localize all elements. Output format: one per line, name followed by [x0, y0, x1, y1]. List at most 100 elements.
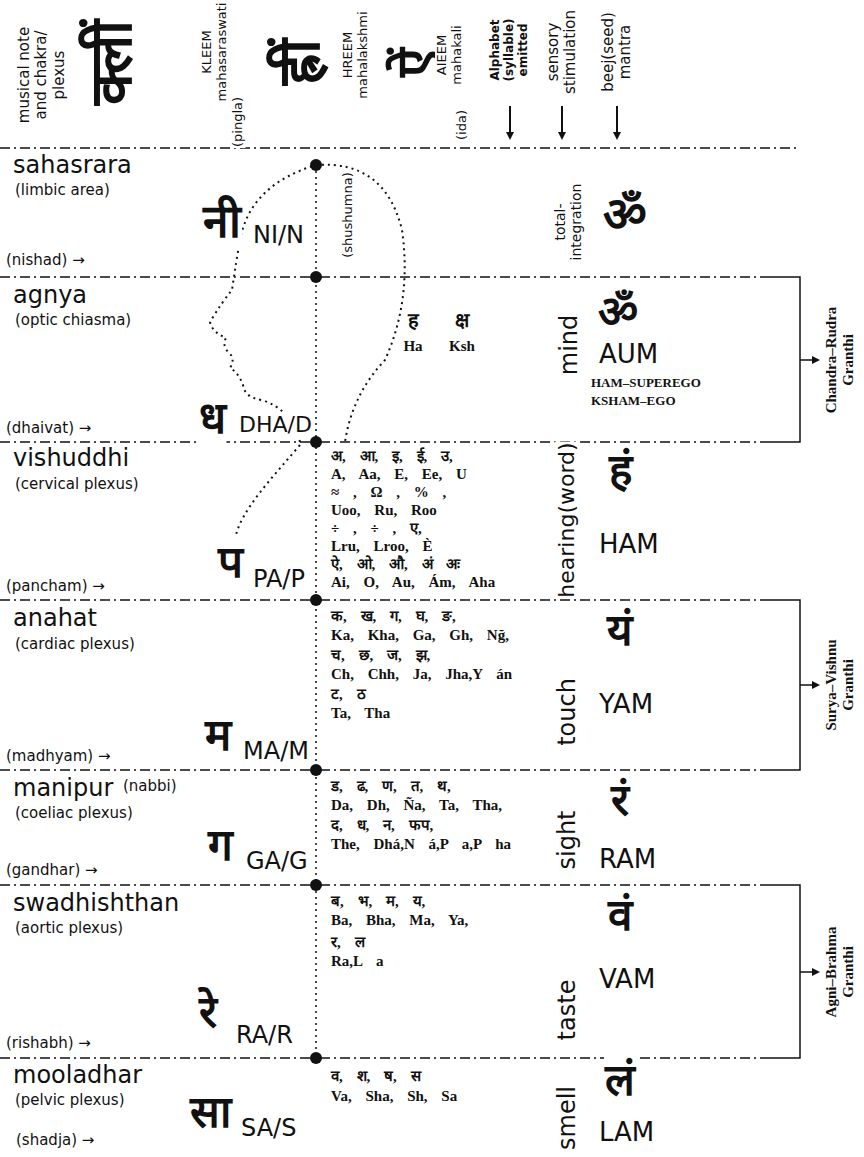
- bija-mantra: LAM: [598, 1118, 655, 1148]
- column-heading: Alphabet (syllable) emitted: [489, 2, 530, 99]
- seed-syllable: ह्रीं: [265, 38, 335, 86]
- chakra-dot: [310, 879, 322, 891]
- bija-note: HAM–SUPEREGO: [590, 376, 702, 391]
- nadi-name: (pingla): [231, 96, 246, 148]
- bija-mantra: YAM: [598, 690, 654, 720]
- chakra-dot: [310, 594, 322, 606]
- alphabet-row: ब, भ, म, य,: [330, 893, 426, 910]
- chakra-name: manipur: [12, 775, 114, 803]
- plexus-name: (nabbi): [122, 778, 178, 795]
- note-abbreviation: GA/G: [245, 848, 309, 876]
- sense-name: taste: [554, 979, 582, 1042]
- plexus-name: (cervical plexus): [14, 476, 140, 493]
- alphabet-row: व, श, ष, स: [330, 1068, 422, 1085]
- note-glyph: सा: [189, 1086, 232, 1139]
- alphabet-row: च, छ, ज, झ,: [330, 647, 431, 664]
- note-name: (pancham) →: [5, 578, 106, 595]
- granthi-bracket: [770, 600, 800, 770]
- note-abbreviation: NI/N: [252, 222, 305, 250]
- chakra-name: mooladhar: [12, 1062, 143, 1090]
- alphabet-row: Lru, Lroo, È: [330, 538, 433, 555]
- note-abbreviation: RA/R: [235, 1022, 294, 1050]
- plexus-name: (pelvic plexus): [14, 1092, 126, 1109]
- row-divider: [0, 148, 800, 1058]
- note-glyph: नी: [202, 194, 242, 249]
- granthi-bracket: [770, 277, 818, 1058]
- column-arrow: [561, 106, 563, 138]
- granthi-name: Surya–Vishnu Granthi: [823, 609, 858, 761]
- bija-note: KSHAM–EGO: [590, 394, 677, 409]
- alphabet-row: Va, Sha, Sh, Sa: [330, 1088, 458, 1105]
- bija-mantra: AUM: [598, 340, 659, 370]
- chakra-name: sahasrara: [12, 152, 133, 180]
- row-divider: [0, 599, 770, 601]
- column-heading: KLEEM mahasaraswati: [200, 1, 230, 103]
- sense-name: smell: [554, 1085, 582, 1151]
- sense-name: hearing(word): [554, 441, 579, 598]
- note-name: (madhyam) →: [5, 748, 112, 765]
- bija-mantra: VAM: [598, 965, 656, 995]
- sense-name: mind: [556, 314, 584, 377]
- note-abbreviation: SA/S: [240, 1115, 297, 1143]
- row-divider: [0, 884, 770, 886]
- plexus-name: (aortic plexus): [14, 920, 124, 937]
- alphabet-row: द, ध, न, फप,: [330, 817, 434, 834]
- alphabet-row: The, Dhá,N á,P a,P ha: [330, 836, 512, 853]
- column-heading: beej(seed) mantra: [600, 1, 635, 103]
- bija-glyph: हं: [608, 444, 633, 497]
- bija-glyph: रं: [610, 774, 630, 827]
- note-name: (dhaivat) →: [5, 420, 92, 437]
- note-name: (nishad) →: [5, 252, 86, 269]
- granthi-bracket: [770, 277, 800, 442]
- plexus-name: (cardiac plexus): [14, 636, 136, 653]
- chakra-name: vishuddhi: [12, 445, 130, 473]
- column-arrow: [510, 106, 617, 138]
- syllable: Ha: [402, 338, 423, 355]
- note-glyph: प: [217, 536, 244, 589]
- bija-glyph: यं: [606, 604, 634, 657]
- alphabet-row: Ra,L a: [330, 953, 385, 970]
- alphabet-row: ट, ठ: [330, 686, 367, 703]
- seed-syllable: क्लीं: [77, 19, 147, 106]
- alphabet-row: ÷ , ÷ , ए,: [330, 520, 423, 537]
- note-abbreviation: PA/P: [252, 566, 306, 594]
- granthi-bracket: [770, 885, 800, 1058]
- sense-name: total-integration: [552, 176, 584, 268]
- alphabet-row: Da, Dh, Ña, Ta, Tha,: [330, 797, 503, 814]
- alphabet-row: र, ल: [330, 934, 366, 951]
- syllable-glyph: क्ष: [454, 308, 470, 332]
- row-divider: [0, 276, 770, 278]
- chakra-name: anahat: [12, 605, 98, 633]
- granthi-arrow: [800, 684, 818, 686]
- row-divider: [0, 147, 800, 149]
- bija-mantra: HAM: [598, 530, 660, 560]
- chakra-dot: [310, 159, 322, 1064]
- note-name: (shadja) →: [15, 1132, 95, 1149]
- sense-name: touch: [554, 677, 582, 747]
- note-name: (rishabh) →: [5, 1035, 92, 1052]
- note-glyph: ग: [207, 819, 234, 872]
- chakra-dot: [310, 764, 322, 776]
- note-glyph: म: [204, 709, 232, 762]
- alphabet-row: ड, ढ, ण, त, थ,: [330, 778, 452, 795]
- syllable: Ksh: [448, 338, 476, 355]
- chakra-name: swadhishthan: [12, 890, 180, 918]
- column-heading: HREEM mahalakshmi: [341, 4, 371, 106]
- alphabet-row: अ, आ, इ, ई, उ,: [330, 448, 454, 465]
- row-divider: [0, 441, 770, 443]
- bija-glyph: ॐ: [602, 186, 648, 244]
- bija-mantra: RAM: [598, 845, 657, 875]
- alphabet-row: Uoo, Ru, Roo: [330, 502, 438, 519]
- alphabet-row: ऐ, ओ, औ, अं अः: [330, 556, 461, 573]
- chakra-dot: [310, 271, 322, 283]
- note-glyph: रे: [198, 986, 218, 1039]
- column-arrow: [509, 106, 511, 138]
- alphabet-row: A, Aa, E, Ee, U: [330, 466, 468, 483]
- alphabet-row: Ka, Kha, Ga, Gh, Nğ,: [330, 627, 510, 644]
- nadi-name: (ida): [455, 109, 470, 141]
- alphabet-row: Ai, O, Au, Ám, Aha: [330, 574, 496, 591]
- syllable-glyph: ह: [407, 308, 420, 332]
- bija-glyph: वं: [607, 889, 633, 942]
- sushumna-line: [315, 165, 317, 1058]
